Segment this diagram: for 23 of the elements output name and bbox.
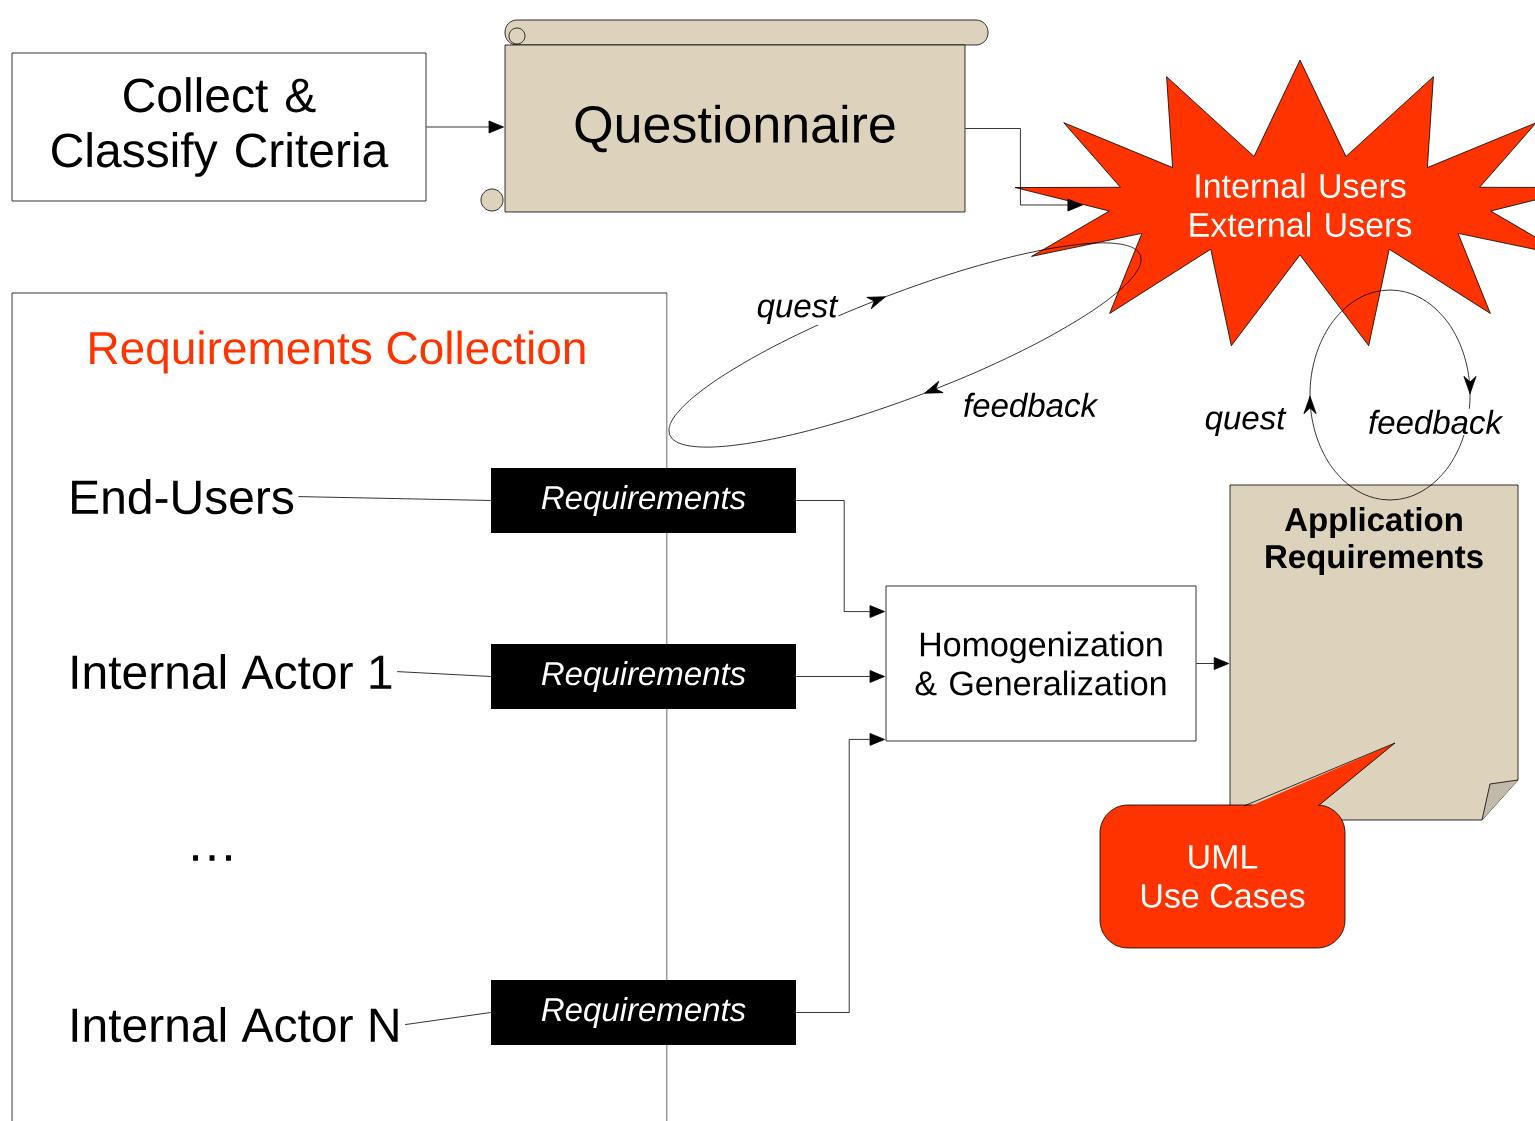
arrow [1389,289,1477,501]
requirements-box: Requirements [491,644,796,709]
actor-label: Internal Actor 1 [72,653,392,690]
starburst: Internal Users External Users [1014,59,1535,347]
ellipsis: … [193,855,231,861]
requirements-box: Requirements [491,468,796,533]
arrow [426,120,504,134]
arrow [795,670,885,683]
arrow [1303,289,1391,501]
criteria-box: Collect & Classify Criteria [11,52,427,202]
process-box: Homogenization & Generalization [885,585,1197,742]
arrow [1196,657,1230,670]
requirements-box: Requirements [491,980,796,1045]
arrow [795,733,885,1013]
actor-label: Internal Actor N [72,1006,398,1043]
speech-callout: UML Use Cases [1099,742,1396,949]
arrow [965,128,1083,212]
edge-label: quest [755,294,839,326]
arrow [795,500,885,618]
actor-label: End-Users [72,478,294,515]
edge-label: quest [1203,406,1287,438]
edge-label: feedback [1367,408,1504,436]
edge-label: feedback [962,391,1099,419]
